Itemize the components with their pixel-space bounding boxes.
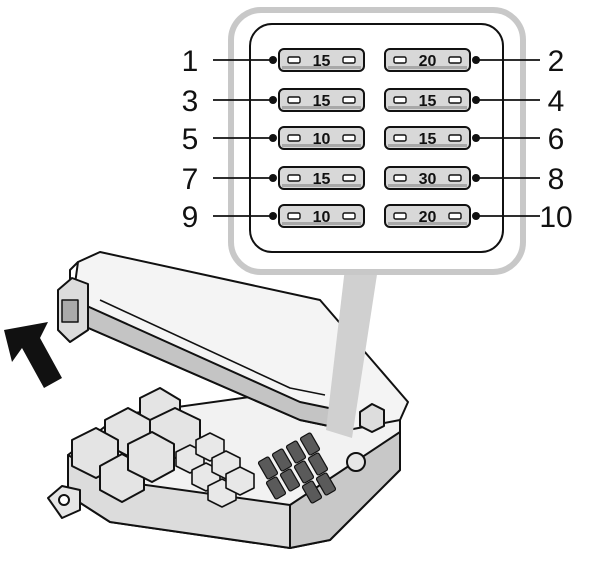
- fuse-rating: 15: [313, 171, 331, 188]
- position-number: 7: [182, 163, 199, 196]
- fuse-shadow: [388, 106, 467, 109]
- fuse-rating: 30: [419, 171, 437, 188]
- leader-dot: [472, 134, 480, 142]
- leader-dot: [269, 134, 277, 142]
- fuse-6: 6 15: [384, 123, 565, 156]
- position-number: 1: [182, 45, 199, 78]
- fuse-body: [278, 204, 365, 228]
- fuse-layer: 1 15 2 20 3 15 4 15 5 10 6 15 7 15 8 30 9 10 10 20: [182, 45, 573, 234]
- fuse-body: [278, 88, 365, 112]
- fuse-rating: 20: [419, 53, 437, 70]
- fuse-blade-left: [393, 56, 407, 64]
- leader-dot: [472, 174, 480, 182]
- fuse-blade-left: [287, 56, 301, 64]
- fuse-blade-right: [448, 56, 462, 64]
- fuse-blade-left: [393, 212, 407, 220]
- fuse-blade-left: [287, 96, 301, 104]
- fuse-8: 8 30: [384, 163, 565, 196]
- fuse-9: 9 10: [182, 201, 365, 234]
- fuse-box-illustration: [47, 251, 409, 549]
- leader-dot: [472, 56, 480, 64]
- fuse-body: [278, 166, 365, 190]
- leader-dot: [269, 174, 277, 182]
- fuse-body: [384, 88, 471, 112]
- fuse-shadow: [282, 144, 361, 147]
- fuse-blade-left: [287, 134, 301, 142]
- fuse-shadow: [388, 184, 467, 187]
- fuse-5: 5 10: [182, 123, 365, 156]
- fuse-blade-right: [448, 134, 462, 142]
- fuse-shadow: [282, 66, 361, 69]
- fuse-blade-right: [342, 174, 356, 182]
- fuse-shadow: [388, 144, 467, 147]
- leader-dot: [472, 96, 480, 104]
- callout-connector: [326, 268, 378, 438]
- leader-dot: [269, 212, 277, 220]
- fuse-shadow: [388, 222, 467, 225]
- position-number: 8: [548, 163, 565, 196]
- fuse-blade-right: [448, 96, 462, 104]
- fuse-body: [384, 48, 471, 72]
- fuse-rating: 10: [313, 131, 331, 148]
- fuse-body: [384, 126, 471, 150]
- fuse-7: 7 15: [182, 163, 365, 196]
- fuse-shadow: [388, 66, 467, 69]
- fuse-blade-right: [342, 56, 356, 64]
- fuse-blade-right: [342, 96, 356, 104]
- fuse-2: 2 20: [384, 45, 565, 78]
- fuse-4: 4 15: [384, 85, 565, 118]
- fuse-rating: 10: [313, 209, 331, 226]
- fuse-body: [384, 166, 471, 190]
- fuse-1: 1 15: [182, 45, 365, 78]
- fuse-10: 10 20: [384, 201, 573, 234]
- position-number: 6: [548, 123, 565, 156]
- fuse-blade-right: [448, 212, 462, 220]
- position-number: 10: [539, 201, 572, 234]
- fuse-blade-right: [448, 174, 462, 182]
- position-number: 4: [548, 85, 565, 118]
- arrow-icon: [4, 322, 62, 388]
- fuse-rating: 15: [419, 131, 437, 148]
- fuse-blade-left: [393, 134, 407, 142]
- fuse-blade-left: [287, 174, 301, 182]
- fuse-blade-left: [287, 212, 301, 220]
- position-number: 2: [548, 45, 565, 78]
- leader-dot: [472, 212, 480, 220]
- fuse-blade-left: [393, 96, 407, 104]
- fuse-blade-left: [393, 174, 407, 182]
- leader-dot: [269, 96, 277, 104]
- position-number: 9: [182, 201, 199, 234]
- fuse-blade-right: [342, 134, 356, 142]
- fuse-shadow: [282, 222, 361, 225]
- fuse-rating: 15: [419, 93, 437, 110]
- fuse-rating: 15: [313, 93, 331, 110]
- fuse-body: [384, 204, 471, 228]
- fuse-rating: 15: [313, 53, 331, 70]
- fuse-rating: 20: [419, 209, 437, 226]
- fuse-body: [278, 48, 365, 72]
- fuse-shadow: [282, 106, 361, 109]
- fuse-body: [278, 126, 365, 150]
- fuse-3: 3 15: [182, 85, 365, 118]
- fuse-shadow: [282, 184, 361, 187]
- position-number: 5: [182, 123, 199, 156]
- fuse-blade-right: [342, 212, 356, 220]
- leader-dot: [269, 56, 277, 64]
- position-number: 3: [182, 85, 199, 118]
